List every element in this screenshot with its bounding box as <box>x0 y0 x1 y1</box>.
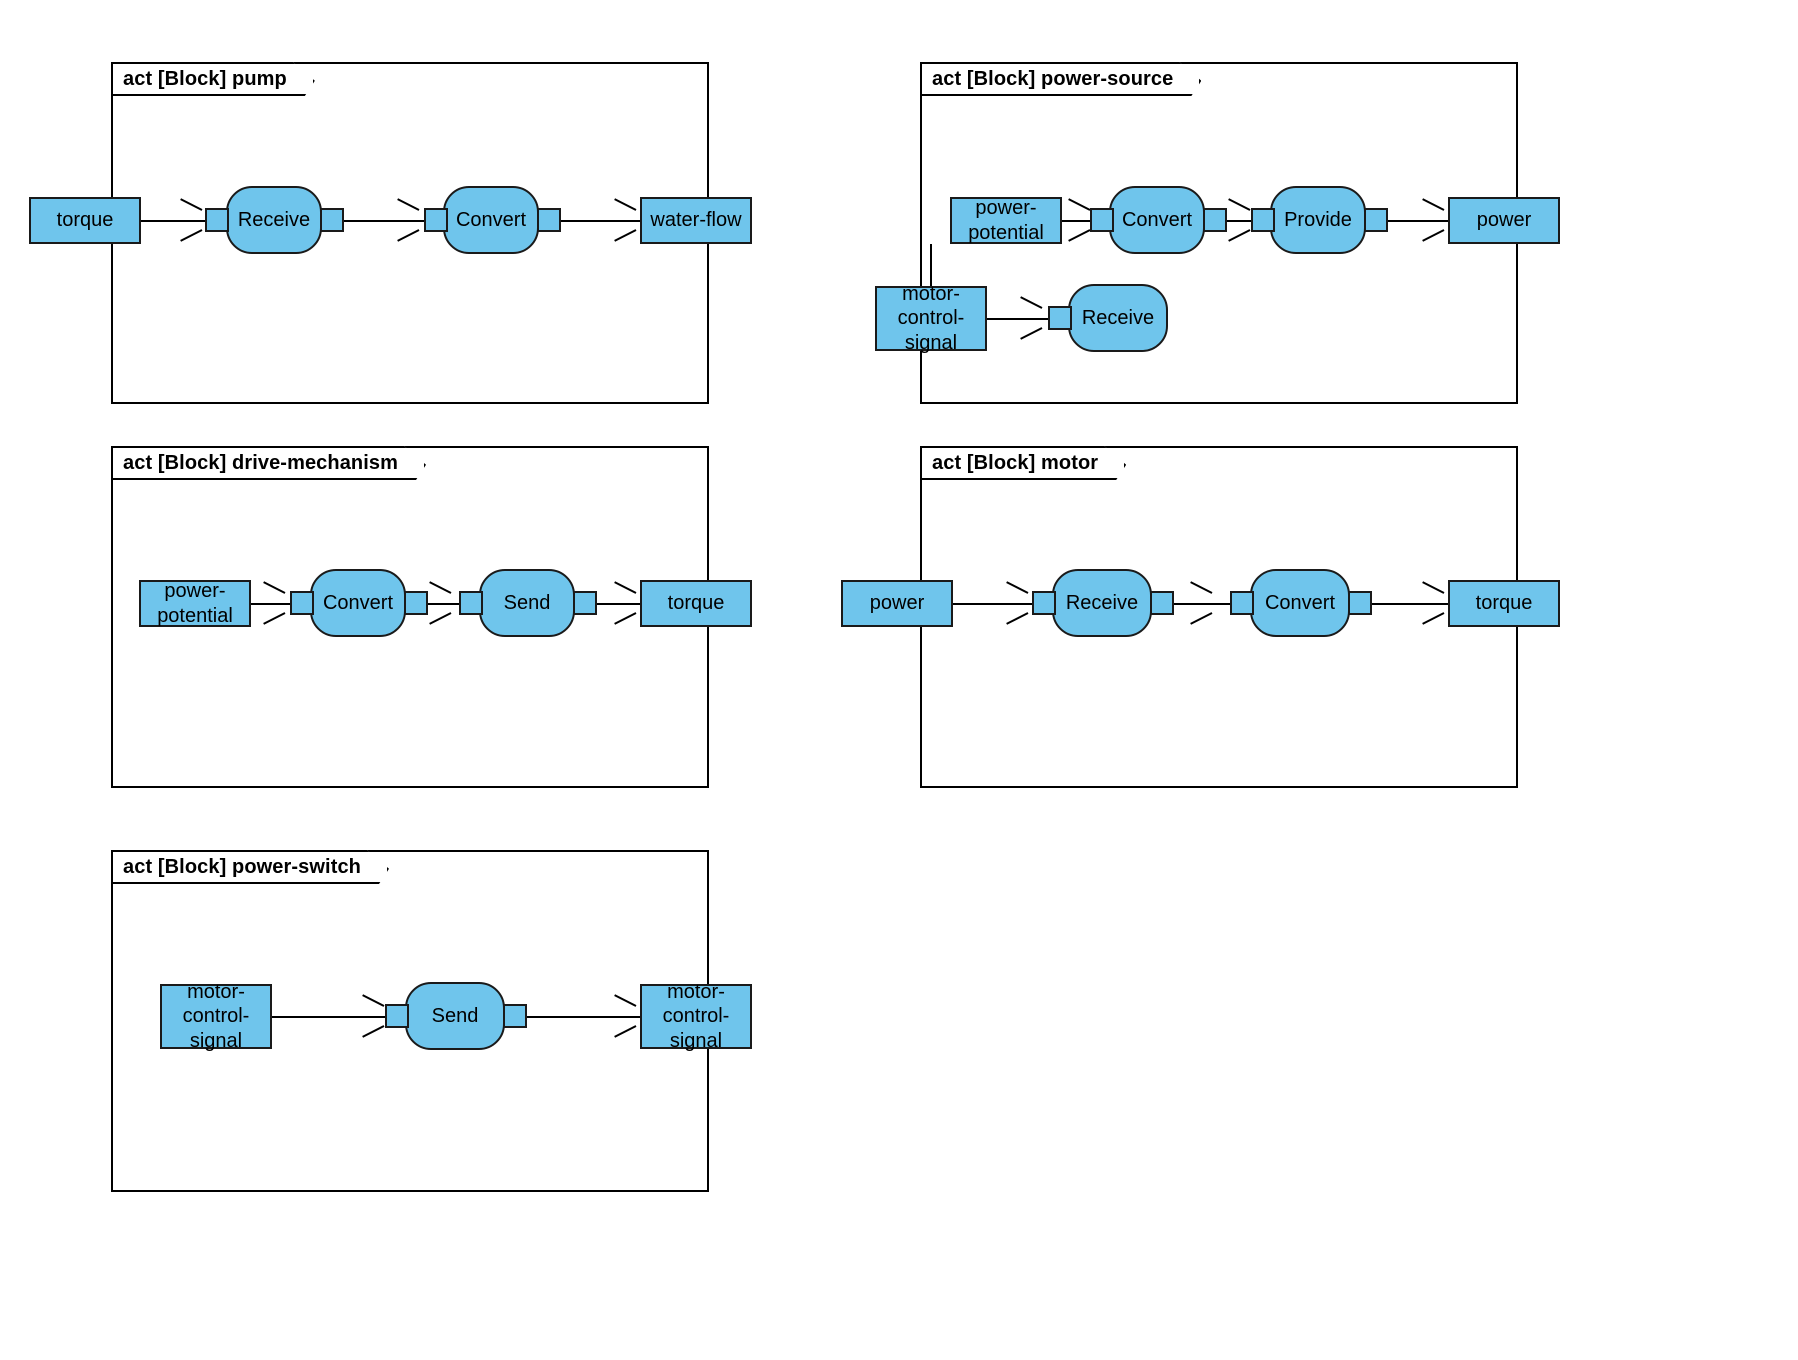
power-source-arrowhead-4 <box>1018 307 1040 329</box>
pump-receive-output-pin[interactable] <box>320 208 344 232</box>
frame-title-pump: act [Block] pump <box>111 62 315 96</box>
power-source-convert-output-pin[interactable] <box>1203 208 1227 232</box>
drive-mechanism-convert-output-pin[interactable] <box>404 591 428 615</box>
motor-action-receive[interactable]: Receive <box>1052 569 1152 637</box>
power-source-provide-input-pin[interactable] <box>1251 208 1275 232</box>
power-source-action-provide[interactable]: Provide <box>1270 186 1366 254</box>
motor-input-power[interactable]: power <box>841 580 953 627</box>
drive-mechanism-action-send[interactable]: Send <box>479 569 575 637</box>
motor-arrowhead-1 <box>1004 592 1026 614</box>
pump-edge-convert-waterflow <box>560 220 642 222</box>
pump-arrowhead-2 <box>395 209 417 231</box>
drive-mechanism-send-input-pin[interactable] <box>459 591 483 615</box>
pump-input-torque[interactable]: torque <box>29 197 141 244</box>
motor-anchor-line-bottom <box>920 627 922 788</box>
pump-convert-output-pin[interactable] <box>537 208 561 232</box>
motor-convert-input-pin[interactable] <box>1230 591 1254 615</box>
drive-mechanism-action-convert[interactable]: Convert <box>310 569 406 637</box>
motor-arrowhead-3 <box>1420 592 1442 614</box>
power-source-provide-output-pin[interactable] <box>1364 208 1388 232</box>
drive-mechanism-edge-convert-send <box>427 603 475 605</box>
pump-edge-receive-convert <box>343 220 439 222</box>
power-source-arrowhead-1 <box>1066 209 1088 231</box>
drive-mechanism-arrowhead-3 <box>612 592 634 614</box>
motor-output-torque[interactable]: torque <box>1448 580 1560 627</box>
frame-title-power-switch: act [Block] power-switch <box>111 850 389 884</box>
power-switch-edge-signal-send <box>272 1016 412 1018</box>
power-source-arrowhead-3 <box>1420 209 1442 231</box>
drive-mechanism-convert-input-pin[interactable] <box>290 591 314 615</box>
pump-action-convert[interactable]: Convert <box>443 186 539 254</box>
power-source-input-power-potential[interactable]: power- potential <box>950 197 1062 244</box>
motor-edge-convert-torque <box>1371 603 1450 605</box>
motor-action-convert[interactable]: Convert <box>1250 569 1350 637</box>
drive-mechanism-arrowhead-1 <box>261 592 283 614</box>
pump-convert-input-pin[interactable] <box>424 208 448 232</box>
power-source-anchor-line-top <box>920 62 922 197</box>
drive-mechanism-arrowhead-2 <box>427 592 449 614</box>
pump-arrowhead-1 <box>178 209 200 231</box>
motor-convert-output-pin[interactable] <box>1348 591 1372 615</box>
drive-mechanism-output-torque[interactable]: torque <box>640 580 752 627</box>
power-switch-send-output-pin[interactable] <box>503 1004 527 1028</box>
pump-receive-input-pin[interactable] <box>205 208 229 232</box>
pump-output-water-flow[interactable]: water-flow <box>640 197 752 244</box>
frame-title-drive-mechanism: act [Block] drive-mechanism <box>111 446 426 480</box>
power-switch-arrowhead-1 <box>360 1005 382 1027</box>
power-source-action-receive[interactable]: Receive <box>1068 284 1168 352</box>
activity-frame-power-switch[interactable]: act [Block] power-switch <box>111 850 709 1192</box>
power-switch-arrowhead-2 <box>612 1005 634 1027</box>
motor-receive-output-pin[interactable] <box>1150 591 1174 615</box>
drive-mechanism-send-output-pin[interactable] <box>573 591 597 615</box>
frame-title-motor: act [Block] motor <box>920 446 1126 480</box>
power-source-arrowhead-2 <box>1226 209 1248 231</box>
power-switch-input-motor-control-signal[interactable]: motor- control- signal <box>160 981 272 1052</box>
pump-arrowhead-3 <box>612 209 634 231</box>
drive-mechanism-input-power-potential[interactable]: power- potential <box>139 580 251 627</box>
motor-receive-input-pin[interactable] <box>1032 591 1056 615</box>
frame-title-power-source: act [Block] power-source <box>920 62 1201 96</box>
pump-torque-anchor-line <box>111 62 113 197</box>
power-switch-output-motor-control-signal[interactable]: motor- control- signal <box>640 981 752 1052</box>
power-source-input-motor-control-signal[interactable]: motor- control- signal <box>875 283 987 354</box>
power-source-convert-input-pin[interactable] <box>1090 208 1114 232</box>
motor-edge-power-receive <box>953 603 1049 605</box>
power-switch-edge-send-signal <box>526 1016 642 1018</box>
power-switch-action-send[interactable]: Send <box>405 982 505 1050</box>
motor-arrowhead-2 <box>1188 592 1210 614</box>
power-source-anchor-line-bottom <box>930 244 932 288</box>
power-source-action-convert[interactable]: Convert <box>1109 186 1205 254</box>
motor-anchor-line-top <box>920 446 922 580</box>
power-source-edge-provide-power <box>1387 220 1450 222</box>
activity-frame-motor[interactable]: act [Block] motor <box>920 446 1518 788</box>
power-source-output-power[interactable]: power <box>1448 197 1560 244</box>
activity-frame-drive-mechanism[interactable]: act [Block] drive-mechanism <box>111 446 709 788</box>
pump-action-receive[interactable]: Receive <box>226 186 322 254</box>
power-switch-send-input-pin[interactable] <box>385 1004 409 1028</box>
power-source-receive-input-pin[interactable] <box>1048 306 1072 330</box>
